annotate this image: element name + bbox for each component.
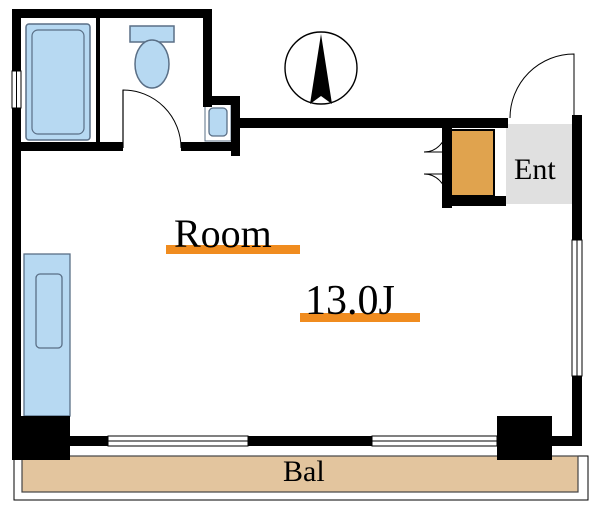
room-label: Room [174, 211, 272, 256]
balcony [13, 455, 589, 501]
windows [11, 70, 583, 447]
area-label: 13.0J [305, 278, 395, 324]
kitchen-counter-icon [23, 253, 71, 417]
walls [12, 9, 582, 460]
washbasin-icon [204, 102, 232, 142]
balcony-label: Bal [283, 455, 325, 488]
area-label-highlight [300, 313, 420, 322]
toilet-icon [129, 25, 175, 89]
bathroom [19, 16, 210, 149]
room-label-highlight [166, 245, 300, 254]
bathtub-icon [25, 23, 91, 141]
entrance-label: Ent [514, 153, 556, 186]
north-arrow-icon [284, 31, 358, 105]
